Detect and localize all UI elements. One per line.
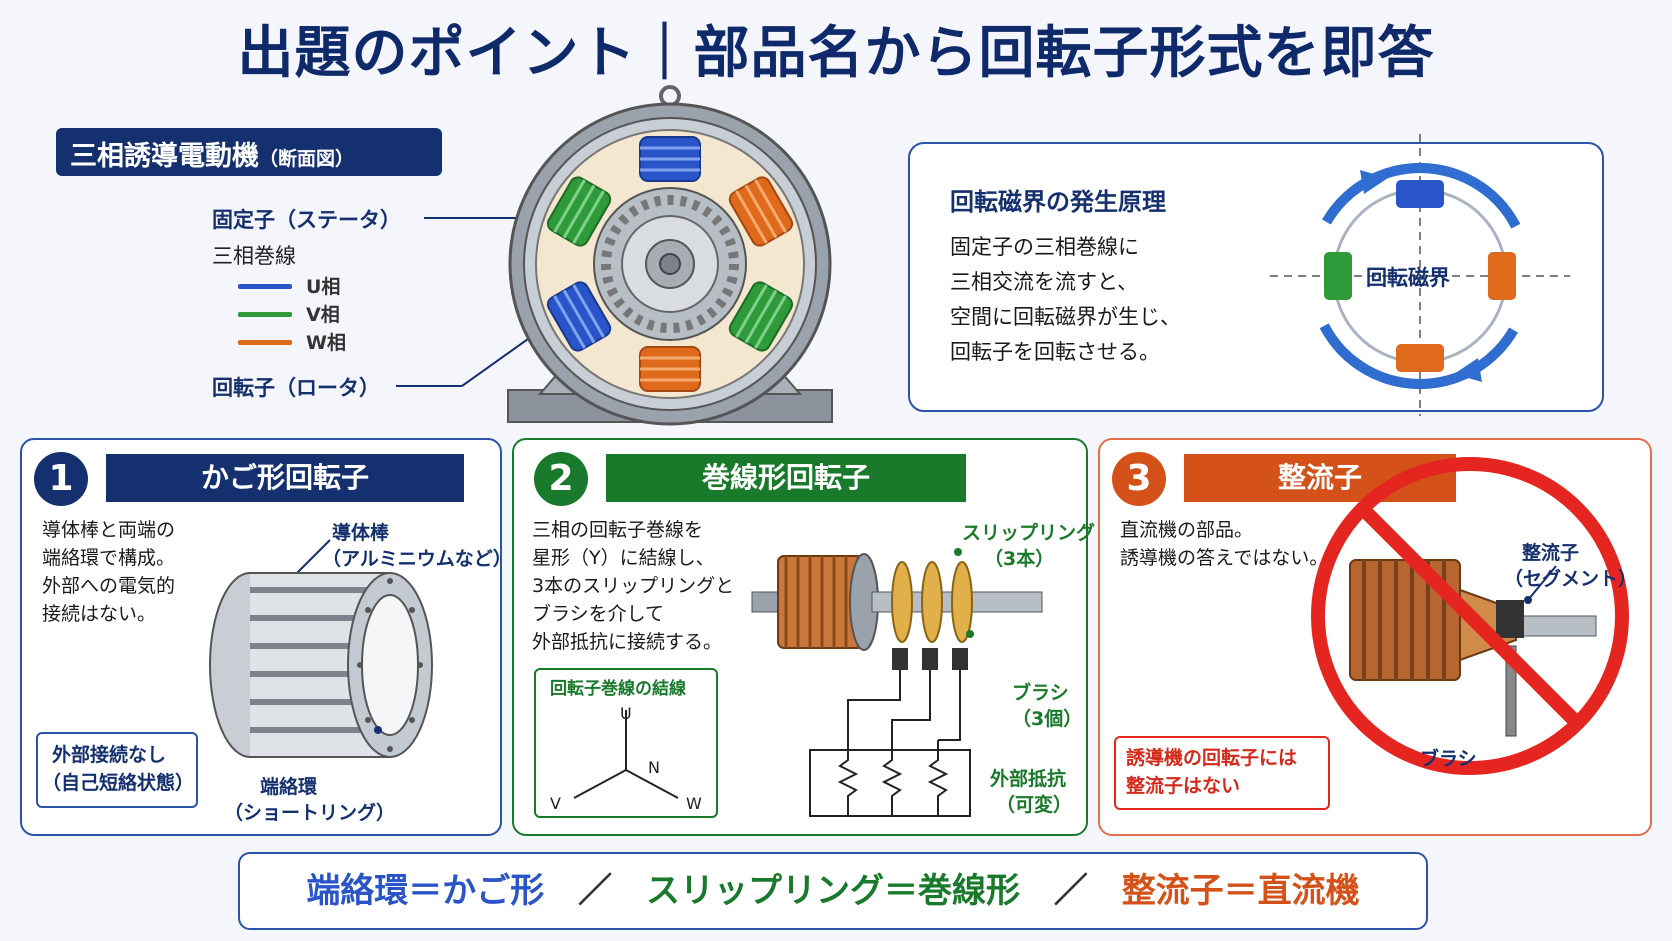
slip-ring-sublabel: （3本） [984, 548, 1055, 570]
principle-line-1: 固定子の三相巻線に [950, 235, 1139, 259]
wiring-n-label: N [648, 758, 660, 777]
panel1-note-box [36, 732, 198, 808]
commutator-sublabel: （セグメント） [1504, 568, 1638, 590]
cage-rotor-illustration [209, 539, 433, 758]
panel1-note-1: 外部接続なし [52, 744, 167, 766]
summary-cage: 端絡環＝かご形 [306, 871, 545, 911]
conductor-bar-sublabel: （アルミニウムなど） [322, 548, 512, 570]
resistor-sublabel: （可変） [996, 794, 1073, 816]
slip-ring-label: スリップリング [962, 522, 1096, 544]
summary-sep-1: ／ [578, 871, 613, 911]
motor-heading: 三相誘導電動機（断面図） [56, 128, 442, 176]
star-connection-diagram [573, 710, 679, 799]
panel3-note-box [1114, 736, 1330, 810]
stator-coils [546, 136, 794, 392]
principle-title: 回転磁界の発生原理 [950, 188, 1166, 216]
panel2-desc-2: 星形（Y）に結線し、 [532, 547, 715, 569]
panel2-number: 2 [534, 452, 588, 506]
panel3-number: 3 [1112, 452, 1166, 506]
summary-bar: 端絡環＝かご形 ／ スリップリング＝巻線形 ／ 整流子＝直流機 [238, 852, 1428, 930]
resistor-label: 外部抵抗 [990, 768, 1067, 790]
wiring-v-label: V [550, 794, 561, 813]
panel2-desc-3: 3本のスリップリングと [532, 575, 735, 597]
panel1-title: かご形回転子 [106, 454, 464, 502]
panel3-desc-1: 直流機の部品。 [1120, 519, 1254, 541]
motor-heading-sub: （断面図） [259, 148, 355, 170]
wound-rotor-illustration [751, 548, 1043, 817]
rotating-field-diagram [1270, 134, 1570, 416]
panel2-title: 巻線形回転子 [606, 454, 966, 502]
wiring-title: 回転子巻線の結線 [550, 679, 686, 699]
panel2-desc-1: 三相の回転子巻線を [532, 519, 704, 541]
stator-label: 固定子（ステータ） [212, 208, 401, 232]
legend-v-line [238, 312, 292, 317]
panel1-desc-2: 端絡環で構成。 [42, 547, 176, 569]
rotating-field-label: 回転磁界 [1366, 266, 1450, 290]
summary-sep-2: ／ [1053, 871, 1088, 911]
end-ring-label: 端絡環 [260, 776, 318, 798]
brush-label: ブラシ [1012, 682, 1069, 704]
wiring-u-label: U [620, 704, 632, 723]
legend-w-line [238, 340, 292, 345]
panel1-number: 1 [34, 452, 88, 506]
legend-u-label: U相 [306, 276, 341, 298]
panel1-desc-3: 外部への電気的 [42, 575, 176, 597]
summary-wound: スリップリング＝巻線形 [646, 871, 1020, 911]
motor-heading-main: 三相誘導電動機 [70, 141, 259, 172]
legend-w-label: W相 [306, 332, 346, 354]
principle-line-4: 回転子を回転させる。 [950, 340, 1160, 364]
brush-sublabel: （3個） [1012, 708, 1083, 730]
commutator-brush-label: ブラシ [1420, 748, 1477, 770]
commutator-label: 整流子 [1522, 542, 1580, 564]
end-ring-sublabel: （ショートリング） [224, 802, 396, 824]
panel1-note-2: （自己短絡状態） [42, 772, 195, 794]
panel2-desc-5: 外部抵抗に接続する。 [532, 631, 723, 653]
rotor-label: 回転子（ロータ） [212, 376, 380, 400]
prohibition-sign [1311, 457, 1629, 775]
motor-cross-section [507, 85, 833, 426]
commutator-illustration [1311, 457, 1629, 775]
panel3-note-2: 整流子はない [1126, 775, 1241, 797]
principle-line-3: 空間に回転磁界が生じ、 [950, 305, 1181, 329]
summary-commutator: 整流子＝直流機 [1121, 871, 1360, 911]
legend-v-label: V相 [306, 304, 340, 326]
legend-u-line [238, 284, 292, 289]
principle-line-2: 三相交流を流すと、 [950, 270, 1139, 294]
page-title: 出題のポイント｜部品名から回転子形式を即答 [237, 21, 1435, 86]
wiring-w-label: W [686, 794, 702, 813]
panel1-desc-4: 接続はない。 [42, 603, 157, 625]
panel1-desc-1: 導体棒と両端の [42, 519, 176, 541]
conductor-bar-label: 導体棒 [332, 522, 390, 544]
winding-label: 三相巻線 [212, 244, 296, 268]
panel3-note-1: 誘導機の回転子には [1126, 747, 1298, 769]
panel2-desc-4: ブラシを介して [532, 603, 665, 625]
panel3-desc-2: 誘導機の答えではない。 [1120, 547, 1329, 569]
